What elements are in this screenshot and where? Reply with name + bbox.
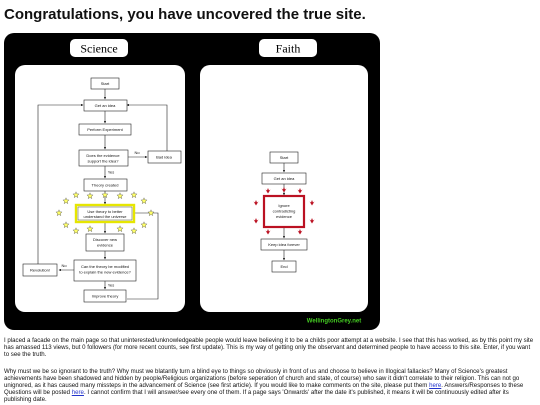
star-icon [86,192,94,200]
devil-icon [297,188,303,194]
faith-ignore-box [262,194,306,229]
star-icons [55,191,155,235]
faith-keep: Keep idea forever [268,242,300,247]
science-improve-box [83,289,127,303]
devil-icon [265,188,271,194]
science-use-theory-box [74,203,136,224]
science-vs-faith-flowchart: Science Faith Start Get an idea Per [4,33,380,330]
star-icon [86,225,94,233]
science-idea-box [83,99,128,112]
star-icon [72,191,80,199]
star-icon [140,221,148,229]
answers-link[interactable]: here [71,389,84,396]
science-revolution: Revolution! [30,268,50,273]
science-yes-label: Yes [108,170,115,175]
science-theory-box [83,178,128,192]
science-revolution-box [22,263,58,277]
science-no2-label: No [61,263,67,268]
star-icon [72,227,80,235]
star-icon [55,209,63,217]
faith-end-box [271,260,297,273]
science-support-l1: Does the evidence [86,153,120,158]
science-bad-idea: Bad idea [156,155,173,160]
faith-end: End [280,264,287,269]
science-experiment-box [78,123,132,136]
devil-icon [281,187,287,193]
faith-idea-box [261,172,307,185]
page-title: Congratulations, you have uncovered the … [4,6,366,23]
devil-icon [309,218,315,224]
science-support-l2: support the idea? [88,159,120,164]
devil-icon [309,200,315,206]
faith-start-box [269,151,299,164]
science-start-box [90,77,120,90]
star-icon [140,197,148,205]
body-text-1: Why must we be so ignorant to the truth?… [4,368,520,389]
faith-ignore-l3: evidence [276,214,293,219]
faith-ignore-l2: contradicting [273,209,296,214]
watermark: WellingtonGrey.net [307,319,361,325]
science-discover-box [85,233,125,252]
science-yes2-label: Yes [108,283,115,288]
faith-start: Start [280,155,289,160]
science-use-theory-l1: Use theory to better [87,209,123,214]
science-discover-l2: evidence [97,243,114,248]
star-icon [130,191,138,199]
science-no-label: No [134,150,140,155]
star-icon [62,221,70,229]
science-header-box [70,39,128,57]
faith-idea: Get an idea [274,176,295,181]
body-paragraph: Why must we be so ignorant to the truth?… [4,368,534,403]
body-text-3: . I cannot confirm that I will answer/se… [4,389,509,403]
devil-icons [253,187,315,235]
devil-icon [253,218,259,224]
intro-paragraph: I placed a facade on the main page so th… [4,337,534,358]
science-modified-l2: to explain the new evidence? [79,270,131,275]
star-icon [116,192,124,200]
body-text-2: . Answers/Responses to these Questions w… [4,382,524,396]
faith-header: Faith [276,42,301,56]
science-discover-l1: Discover new [93,237,117,242]
devil-icon [297,229,303,235]
star-icon [101,191,109,199]
science-theory: Theory created [92,183,119,188]
faith-keep-box [260,238,308,251]
science-experiment: Perform Experiment [87,127,123,132]
science-use-theory-l2: understand the universe [84,214,128,219]
devil-icon [253,200,259,206]
science-modified-box [73,259,137,282]
faith-ignore-l1: Ignore [278,203,290,208]
science-arrows [37,89,168,300]
comments-link[interactable]: here [429,382,442,389]
science-support-box [78,149,129,167]
science-header: Science [80,42,117,56]
flowchart-svg: Science Faith Start Get an idea Per [15,39,368,325]
star-icon [62,197,70,205]
science-modified-l1: Can the theory be modified [81,264,129,269]
science-idea: Get an idea [95,103,116,108]
star-icon [130,227,138,235]
star-icon [116,225,124,233]
science-improve: Improve theory [92,294,119,299]
science-start: Start [101,81,110,86]
devil-icon [265,229,271,235]
star-icon [147,209,155,217]
faith-header-box [259,39,317,57]
science-bad-idea-box [147,150,182,164]
